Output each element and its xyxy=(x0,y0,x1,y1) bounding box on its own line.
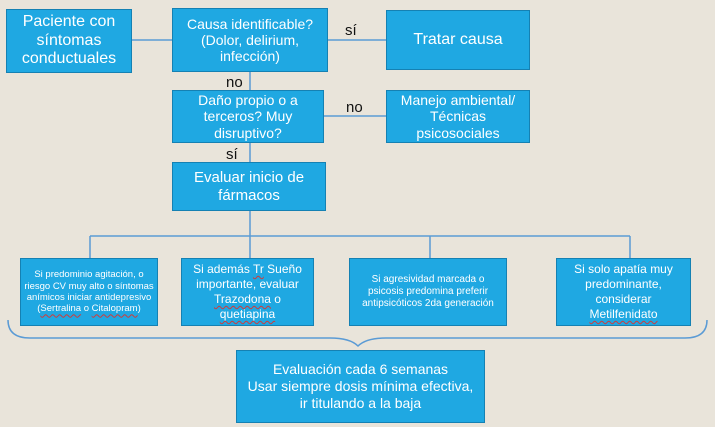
node-apathy: Si solo apatía muy predominante, conside… xyxy=(556,258,691,326)
node-cause-text: Causa identificable? (Dolor, delirium, i… xyxy=(186,15,314,65)
agitation-text-pre: Si predominio agitación, o riesgo CV muy… xyxy=(24,269,154,315)
followup-line1: Evaluación cada 6 semanas xyxy=(272,361,449,378)
node-cause: Causa identificable? (Dolor, delirium, i… xyxy=(172,8,328,72)
sleep-text-mid2: o xyxy=(270,292,281,306)
node-treat-cause: Tratar causa xyxy=(386,10,530,70)
node-followup: Evaluación cada 6 semanas Usar siempre d… xyxy=(236,350,485,423)
sleep-abbr-tr: Tr xyxy=(252,262,264,276)
node-evaluate-drugs-text: Evaluar inicio de fármacos xyxy=(193,169,305,204)
followup-line2: Usar siempre dosis mínima efectiva, ir t… xyxy=(247,378,474,411)
node-harm: Daño propio o a terceros? Muy disruptivo… xyxy=(172,90,324,143)
sleep-text-mid1: Sueño importante, evaluar xyxy=(196,262,302,291)
edge-label-cause-no: no xyxy=(226,74,243,91)
node-agitation-text: Si predominio agitación, o riesgo CV muy… xyxy=(24,269,154,315)
edge-label-harm-yes: sí xyxy=(226,146,238,163)
apathy-text-pre: Si solo apatía muy predominante, conside… xyxy=(574,262,673,306)
edge-label-cause-yes: sí xyxy=(345,22,357,39)
node-agitation: Si predominio agitación, o riesgo CV muy… xyxy=(20,258,158,326)
node-harm-text: Daño propio o a terceros? Muy disruptivo… xyxy=(198,92,298,141)
node-sleep: Si además Tr Sueño importante, evaluar T… xyxy=(181,258,314,326)
node-patient-text: Paciente con síntomas conductuales xyxy=(21,13,117,68)
node-sleep-text: Si además Tr Sueño importante, evaluar T… xyxy=(186,262,309,322)
agitation-text-mid: o xyxy=(81,303,92,315)
brace-bracket xyxy=(7,319,708,348)
node-apathy-text: Si solo apatía muy predominante, conside… xyxy=(561,262,686,322)
drug-metilfenidato: Metilfenidato xyxy=(589,307,658,321)
node-aggression: Si agresividad marcada o psicosis predom… xyxy=(349,258,507,326)
node-environmental-text: Manejo ambiental/ Técnicas psicosociales xyxy=(400,92,516,141)
node-evaluate-drugs: Evaluar inicio de fármacos xyxy=(172,162,326,211)
node-environmental: Manejo ambiental/ Técnicas psicosociales xyxy=(386,90,530,143)
drug-quetiapina: quetiapina xyxy=(219,307,276,321)
edge-label-harm-no: no xyxy=(346,99,363,116)
drug-trazodona: Trazodona xyxy=(214,292,271,306)
drug-citalopram: Citalopram xyxy=(91,303,138,315)
sleep-text-pre: Si además xyxy=(193,262,253,276)
agitation-text-post: ) xyxy=(137,303,141,315)
node-patient: Paciente con síntomas conductuales xyxy=(6,9,132,73)
drug-sertralina: Sertralina xyxy=(40,303,82,315)
node-treat-cause-text: Tratar causa xyxy=(413,30,503,48)
node-aggression-text: Si agresividad marcada o psicosis predom… xyxy=(362,274,494,309)
